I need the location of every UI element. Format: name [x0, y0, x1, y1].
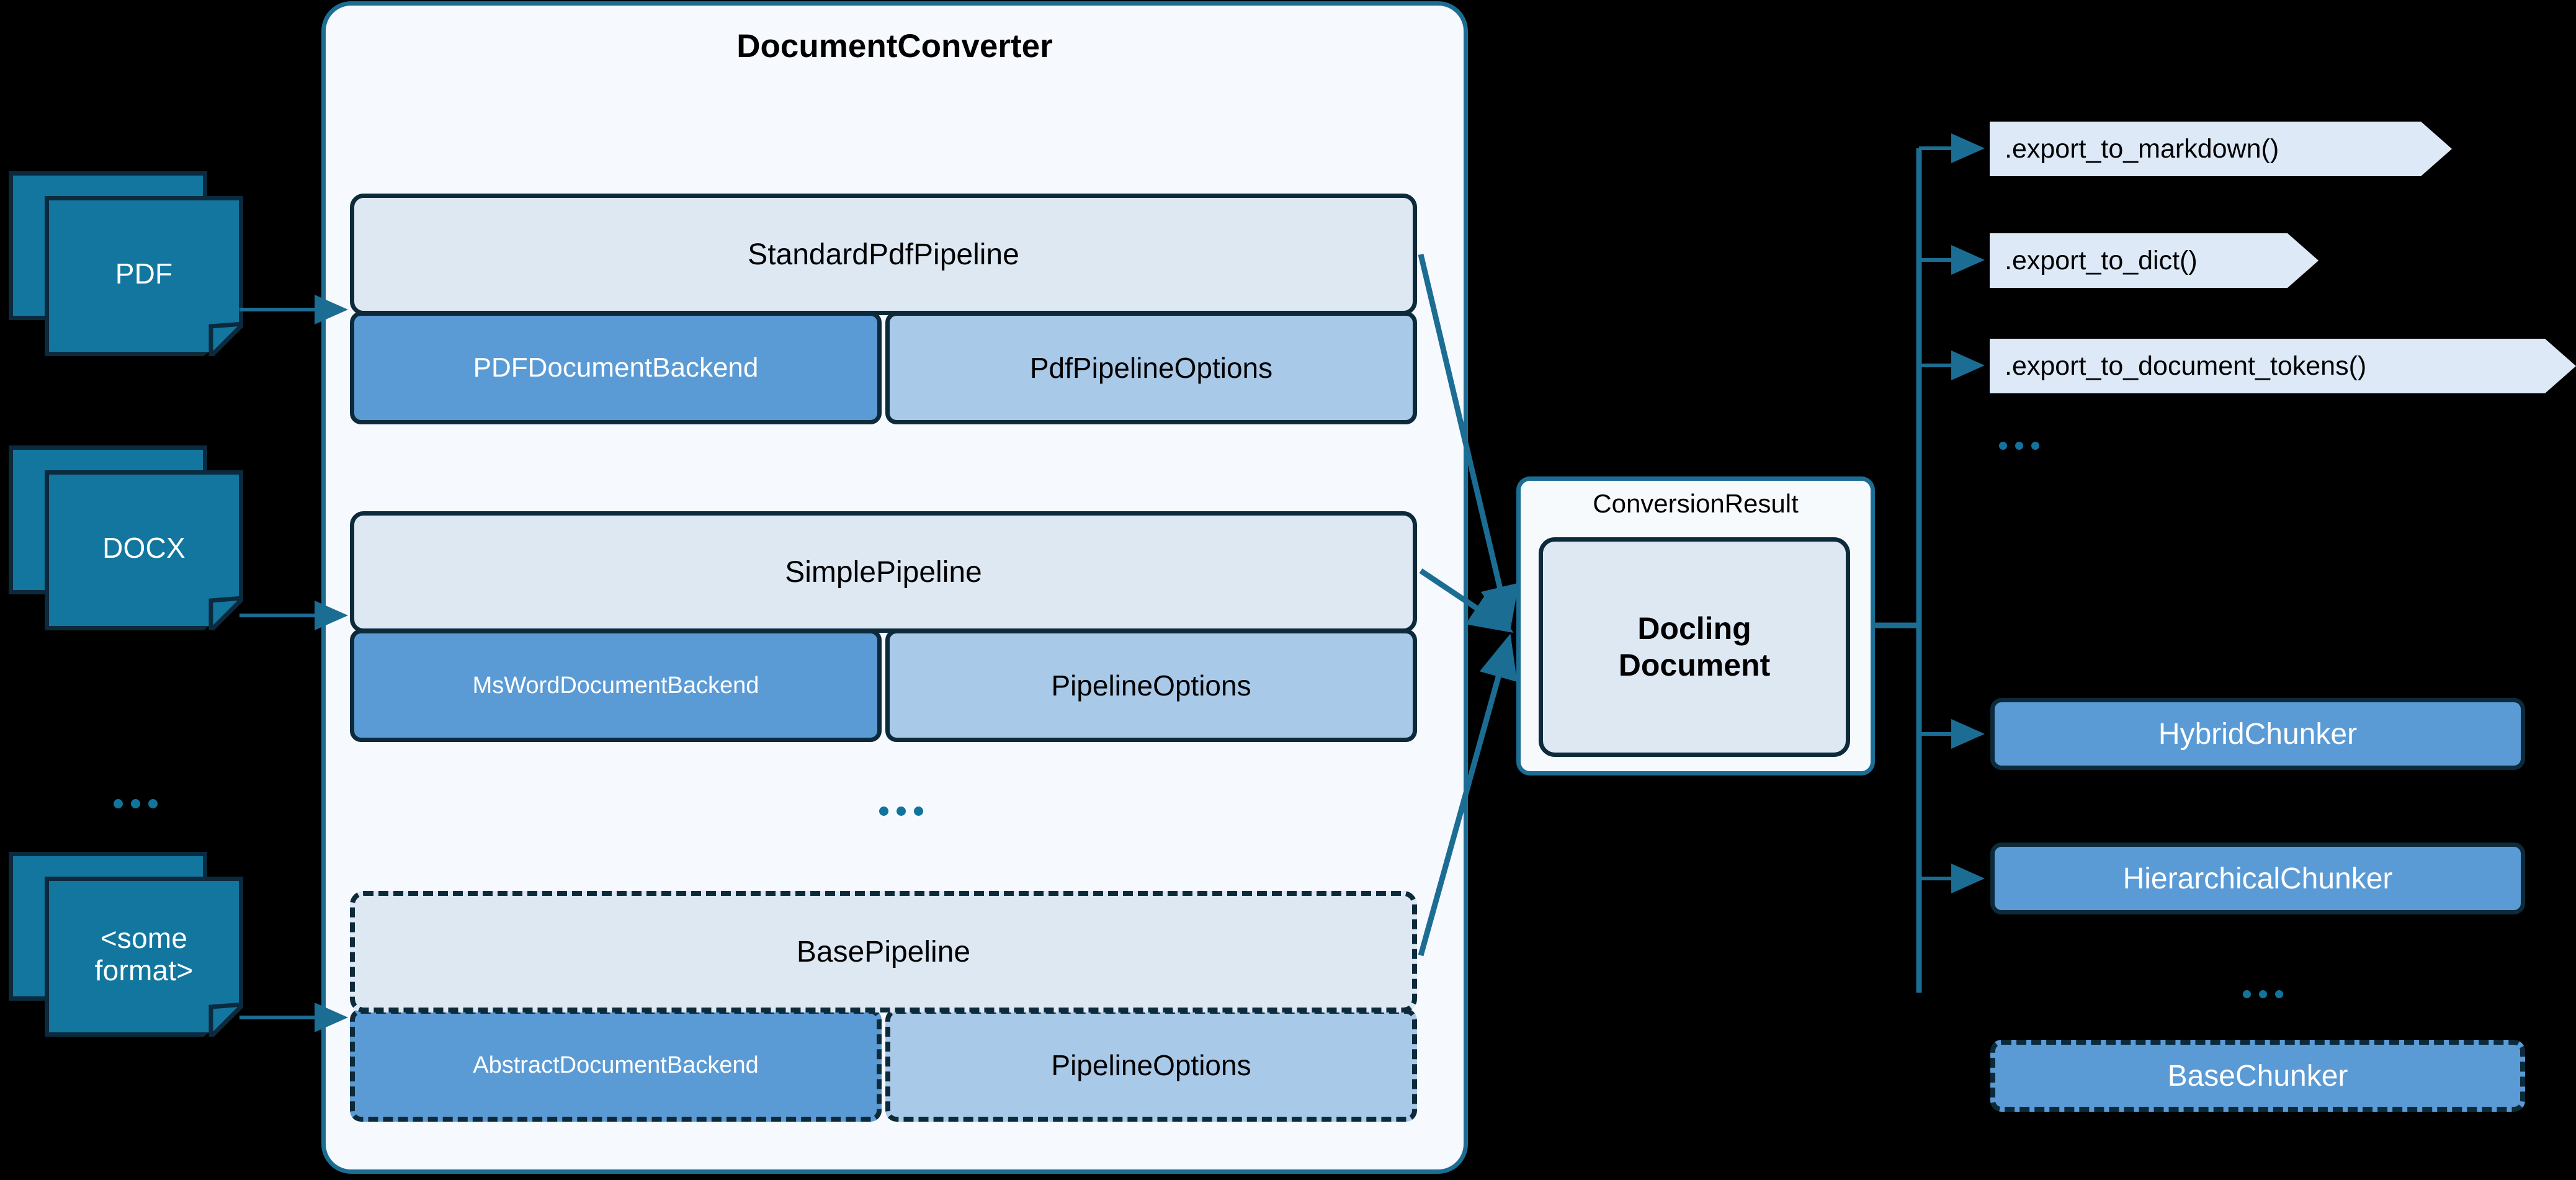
pipeline-backend-box[interactable]: MsWordDocumentBackend [350, 629, 882, 742]
pipelines-ellipsis [879, 807, 923, 816]
hybrid-chunker-box[interactable]: HybridChunker [1990, 698, 2525, 770]
export-to-document-tokens-chip[interactable]: .export_to_document_tokens() [1990, 339, 2576, 393]
pipeline-base[interactable]: BasePipeline AbstractDocumentBackend Pip… [350, 891, 1417, 1122]
docling-document-box[interactable]: Docling Document [1539, 537, 1850, 757]
pipeline-standard-pdf[interactable]: StandardPdfPipeline PDFDocumentBackend P… [350, 194, 1417, 424]
pipeline-backend-box[interactable]: AbstractDocumentBackend [350, 1009, 882, 1122]
pipeline-components-row: AbstractDocumentBackend PipelineOptions [350, 1009, 1417, 1122]
pipeline-options-box[interactable]: PdfPipelineOptions [885, 311, 1417, 424]
base-chunker-box[interactable]: BaseChunker [1990, 1040, 2525, 1112]
conversion-result-label: ConversionResult [1593, 489, 1799, 518]
export-to-dict-chip[interactable]: .export_to_dict() [1990, 233, 2319, 288]
pipeline-head-label: SimplePipeline [350, 511, 1417, 633]
file-front-sheet: PDF [45, 196, 243, 356]
file-front-sheet: DOCX [45, 470, 243, 630]
pipeline-options-box[interactable]: PipelineOptions [885, 1009, 1417, 1122]
input-file-label: PDF [115, 257, 173, 290]
pipeline-simple[interactable]: SimplePipeline MsWordDocumentBackend Pip… [350, 511, 1417, 742]
chunkers-ellipsis [2243, 990, 2283, 998]
pipeline-components-row: PDFDocumentBackend PdfPipelineOptions [350, 311, 1417, 424]
page-title: DocumentConverter [736, 28, 1053, 65]
pipeline-backend-box[interactable]: PDFDocumentBackend [350, 311, 882, 424]
pipeline-components-row: MsWordDocumentBackend PipelineOptions [350, 629, 1417, 742]
pipeline-head-label: BasePipeline [350, 891, 1417, 1012]
pipeline-options-box[interactable]: PipelineOptions [885, 629, 1417, 742]
pipeline-head-label: StandardPdfPipeline [350, 194, 1417, 315]
export-label: .export_to_dict() [2005, 245, 2198, 275]
export-label: .export_to_document_tokens() [2005, 351, 2367, 381]
input-file-label: DOCX [102, 532, 186, 565]
export-to-markdown-chip[interactable]: .export_to_markdown() [1990, 122, 2452, 176]
input-files-ellipsis [114, 799, 158, 808]
input-file-label: <some format> [94, 922, 194, 986]
file-front-sheet: <some format> [45, 877, 243, 1037]
hierarchical-chunker-box[interactable]: HierarchicalChunker [1990, 843, 2525, 914]
exports-ellipsis [1999, 442, 2039, 450]
export-label: .export_to_markdown() [2005, 133, 2279, 164]
